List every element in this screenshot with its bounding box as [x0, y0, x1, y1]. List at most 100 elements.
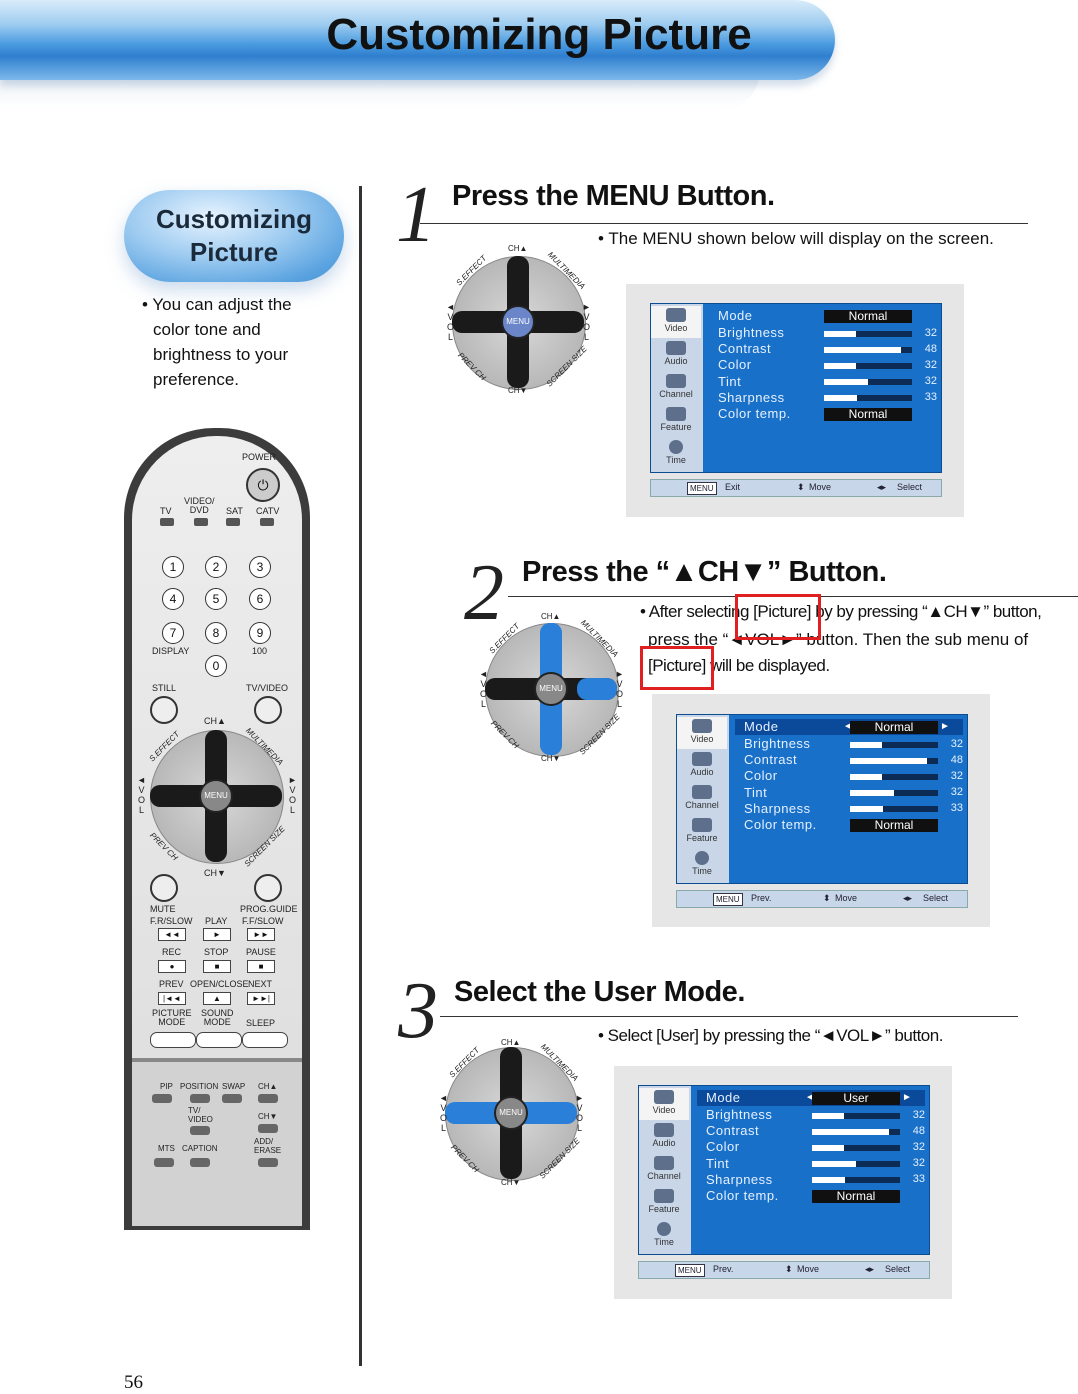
number-key-2[interactable]: 2 — [205, 556, 227, 578]
rewind-button[interactable]: ◄◄ — [158, 928, 186, 941]
pip-tv-video-button[interactable] — [190, 1126, 210, 1135]
osd-tab-time[interactable]: Time — [677, 849, 727, 881]
audio-icon — [654, 1123, 674, 1137]
osd-tab-time[interactable]: Time — [639, 1220, 689, 1252]
sound-mode-button[interactable] — [196, 1032, 242, 1048]
pause-button[interactable]: ■ — [247, 960, 275, 973]
next-button[interactable]: ►►| — [247, 992, 275, 1005]
bar-fill — [812, 1177, 846, 1183]
picture-mode-button[interactable] — [150, 1032, 196, 1048]
mode-right-arrow-icon[interactable]: ► — [902, 1092, 912, 1103]
step-2-ch-up-highlight — [540, 623, 562, 663]
osd-bar-tint[interactable] — [812, 1161, 900, 1167]
osd-tab-channel[interactable]: Channel — [651, 372, 701, 404]
osd-bar-contrast[interactable] — [812, 1129, 900, 1135]
osd-bar-sharpness[interactable] — [824, 395, 912, 401]
desc-line: color tone and — [153, 320, 261, 339]
caption-label: CAPTION — [182, 1144, 218, 1153]
osd-color-temp-value[interactable]: Normal — [850, 819, 938, 832]
osd-tab-audio[interactable]: Audio — [639, 1121, 689, 1153]
still-button[interactable] — [150, 696, 178, 724]
mode-left-arrow-icon[interactable]: ◄ — [843, 721, 853, 732]
osd-bar-contrast[interactable] — [850, 758, 938, 764]
add-erase-button[interactable] — [258, 1158, 278, 1167]
caption-button[interactable] — [190, 1158, 210, 1167]
osd-mode-value[interactable]: Normal — [824, 310, 912, 323]
number-key-9[interactable]: 9 — [249, 622, 271, 644]
tv-video-button[interactable] — [254, 696, 282, 724]
osd-value-sharpness: 33 — [924, 391, 937, 403]
number-key-7[interactable]: 7 — [162, 622, 184, 644]
prev-button[interactable]: |◄◄ — [158, 992, 186, 1005]
osd-bar-color[interactable] — [850, 774, 938, 780]
rec-button[interactable]: ● — [158, 960, 186, 973]
number-key-8[interactable]: 8 — [205, 622, 227, 644]
osd-1-footer: MENU Exit ⬍ Move ◂▸ Select — [650, 479, 942, 497]
menu-tag: MENU — [713, 893, 743, 906]
power-button[interactable]: ⏻ — [246, 468, 280, 502]
osd-bar-color[interactable] — [812, 1145, 900, 1151]
osd-tab-time[interactable]: Time — [651, 438, 701, 470]
fast-forward-button[interactable]: ►► — [247, 928, 275, 941]
menu-tag: MENU — [675, 1264, 705, 1277]
osd-bar-tint[interactable] — [850, 790, 938, 796]
osd-bar-color[interactable] — [824, 363, 912, 369]
osd-tab-feature[interactable]: Feature — [651, 405, 701, 437]
step-2-vol-right-highlight — [577, 678, 617, 700]
osd-bar-brightness[interactable] — [824, 331, 912, 337]
swap-button[interactable] — [222, 1094, 242, 1103]
osd-label-color-temp: Color temp. — [744, 817, 817, 832]
step-3-menu-button[interactable]: MENU — [494, 1096, 528, 1130]
step-2-menu-button[interactable]: MENU — [534, 672, 568, 706]
osd-tab-audio[interactable]: Audio — [651, 339, 701, 371]
number-key-0[interactable]: 0 — [205, 655, 227, 677]
osd-tab-video[interactable]: Video — [651, 306, 701, 338]
step-3-vol-right-label: ► V O L — [575, 1093, 584, 1133]
stop-button[interactable]: ■ — [203, 960, 231, 973]
add-erase-label: ADD/ ERASE — [254, 1137, 282, 1155]
osd-bar-sharpness[interactable] — [850, 806, 938, 812]
osd-bar-brightness[interactable] — [850, 742, 938, 748]
open-close-button[interactable]: ▲ — [203, 992, 231, 1005]
number-key-3[interactable]: 3 — [249, 556, 271, 578]
dvd-mode-button[interactable] — [194, 518, 208, 526]
number-key-5[interactable]: 5 — [205, 588, 227, 610]
tv-mode-button[interactable] — [160, 518, 174, 526]
osd-tab-feature[interactable]: Feature — [677, 816, 727, 848]
osd-tab-video[interactable]: Video — [677, 717, 727, 749]
sleep-button[interactable] — [242, 1032, 288, 1048]
osd-color-temp-value[interactable]: Normal — [824, 408, 912, 421]
remote-menu-button[interactable]: MENU — [199, 779, 233, 813]
mode-right-arrow-icon[interactable]: ► — [940, 721, 950, 732]
osd-tab-channel[interactable]: Channel — [677, 783, 727, 815]
osd-bar-brightness[interactable] — [812, 1113, 900, 1119]
osd-bar-sharpness[interactable] — [812, 1177, 900, 1183]
number-key-4[interactable]: 4 — [162, 588, 184, 610]
step-1-ch-up-label: CH▲ — [508, 244, 528, 253]
mts-button[interactable] — [154, 1158, 174, 1167]
osd-bar-tint[interactable] — [824, 379, 912, 385]
prog-guide-button[interactable] — [254, 874, 282, 902]
pip-button[interactable] — [152, 1094, 172, 1103]
catv-mode-button[interactable] — [260, 518, 274, 526]
osd-mode-value[interactable]: User — [812, 1092, 900, 1105]
pip-ch-up-button[interactable] — [258, 1094, 278, 1103]
play-button[interactable]: ► — [203, 928, 231, 941]
osd-tab-video[interactable]: Video — [639, 1088, 689, 1120]
sat-mode-button[interactable] — [226, 518, 240, 526]
osd-bar-contrast[interactable] — [824, 347, 912, 353]
osd-color-temp-value[interactable]: Normal — [812, 1190, 900, 1203]
mode-left-arrow-icon[interactable]: ◄ — [805, 1092, 815, 1103]
osd-mode-value[interactable]: Normal — [850, 721, 938, 734]
mute-button[interactable] — [150, 874, 178, 902]
pip-ch-down-button[interactable] — [258, 1124, 278, 1133]
osd-tab-audio[interactable]: Audio — [677, 750, 727, 782]
number-key-1[interactable]: 1 — [162, 556, 184, 578]
footer-move: Move — [797, 1264, 820, 1274]
osd-tab-channel[interactable]: Channel — [639, 1154, 689, 1186]
number-key-6[interactable]: 6 — [249, 588, 271, 610]
step-1-menu-button[interactable]: MENU — [501, 305, 535, 339]
osd-tab-feature[interactable]: Feature — [639, 1187, 689, 1219]
osd-value-brightness: 32 — [912, 1109, 925, 1121]
position-button[interactable] — [190, 1094, 210, 1103]
